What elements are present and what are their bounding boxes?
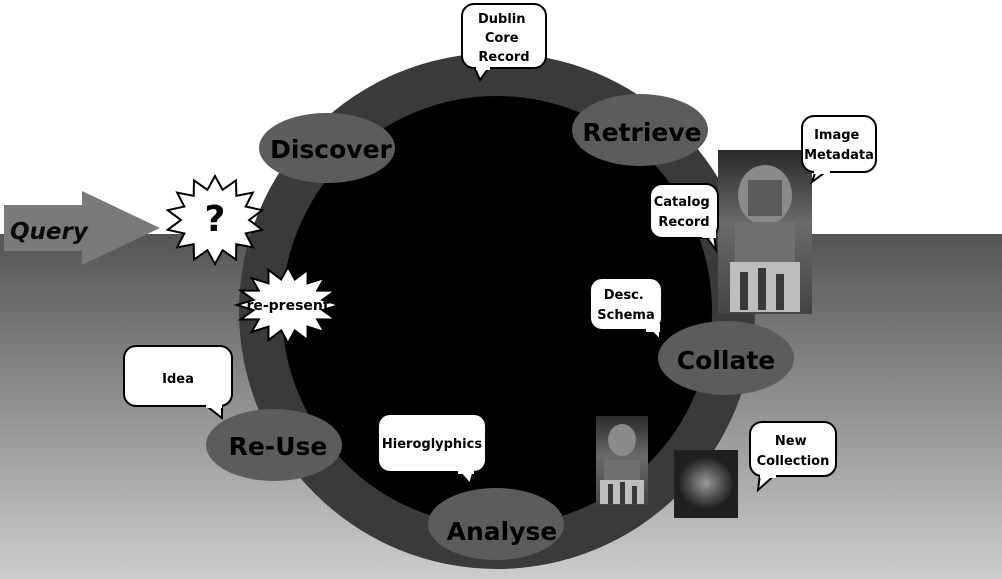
callout-text: Desc. bbox=[604, 288, 644, 303]
stage-reuse: Re-Use bbox=[206, 409, 342, 481]
callout-idea: Idea bbox=[123, 345, 233, 421]
callout-text: Idea bbox=[162, 372, 194, 387]
represent-starburst: re-present bbox=[233, 264, 343, 346]
callout-text: Collection bbox=[757, 454, 830, 469]
callout-text: Record bbox=[658, 215, 709, 230]
stage-analyse-label: Analyse bbox=[447, 517, 558, 546]
svg-text:Dublin Core Record: Dublin Core Record bbox=[478, 12, 530, 65]
callout-desc-schema: Desc. Schema bbox=[589, 277, 663, 343]
small-statue-image bbox=[596, 416, 648, 505]
callout-text: Record bbox=[478, 50, 529, 65]
svg-text:Catalog Record: Catalog Record bbox=[654, 195, 715, 230]
stage-retrieve: Retrieve bbox=[572, 94, 708, 166]
stage-reuse-label: Re-Use bbox=[229, 432, 328, 461]
stage-collate: Collate bbox=[658, 321, 794, 395]
svg-text:Image Metadata: Image Metadata bbox=[804, 128, 874, 163]
callout-text: Schema bbox=[597, 308, 654, 323]
svg-text:Desc. Schema: Desc. Schema bbox=[597, 288, 654, 323]
stage-discover-label: Discover bbox=[270, 135, 392, 164]
callout-text: Hieroglyphics bbox=[382, 437, 482, 452]
callout-text: Metadata bbox=[804, 148, 874, 163]
query-label: Query bbox=[10, 219, 89, 245]
svg-text:New Collection: New Collection bbox=[757, 434, 830, 469]
query-starburst: ? bbox=[165, 173, 265, 267]
callout-dublin-core-record: Dublin Core Record bbox=[461, 3, 547, 83]
represent-label: re-present bbox=[246, 298, 329, 314]
query-symbol: ? bbox=[205, 199, 226, 240]
callout-text: Image bbox=[814, 128, 859, 143]
stage-discover: Discover bbox=[259, 113, 395, 183]
callout-text: Dublin bbox=[478, 12, 526, 27]
stage-analyse: Analyse bbox=[428, 488, 564, 560]
callout-text: New bbox=[775, 434, 807, 449]
head-closeup-image bbox=[674, 450, 738, 518]
callout-hieroglyphics: Hieroglyphics bbox=[377, 413, 487, 487]
callout-image-metadata: Image Metadata bbox=[801, 115, 877, 185]
callout-text: Catalog bbox=[654, 195, 710, 210]
callout-text: Core bbox=[485, 31, 519, 46]
stage-retrieve-label: Retrieve bbox=[582, 118, 701, 147]
statue-image bbox=[718, 150, 812, 314]
stage-collate-label: Collate bbox=[677, 346, 775, 375]
callout-new-collection: New Collection bbox=[749, 421, 837, 493]
query-arrow: Query bbox=[4, 191, 160, 265]
callout-catalog-record: Catalog Record bbox=[649, 183, 719, 254]
